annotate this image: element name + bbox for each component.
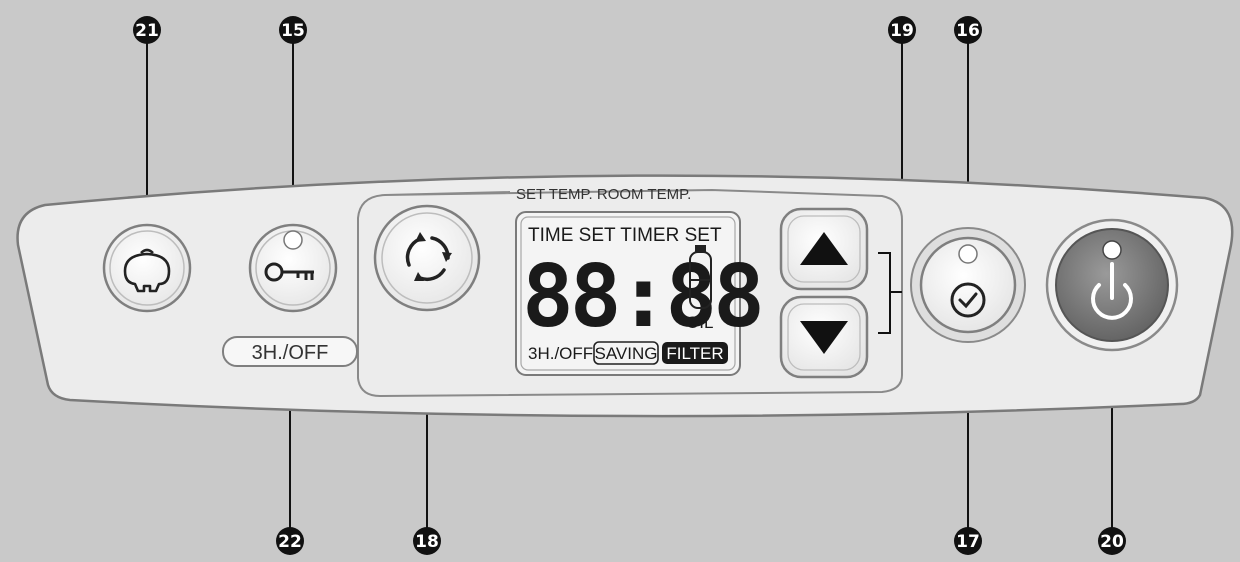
lcd-saving-label: SAVING bbox=[595, 344, 658, 363]
power-indicator-led bbox=[1102, 240, 1122, 260]
lcd-display: TIME SET TIMER SET 88:88 OIL 3H./OFF SAV… bbox=[515, 211, 765, 376]
child-lock-button[interactable] bbox=[248, 223, 338, 313]
timer-indicator-led bbox=[958, 244, 978, 264]
temperature-down-button[interactable] bbox=[779, 295, 869, 379]
callouts: 21 15 19 16 22 18 17 20 bbox=[133, 16, 1126, 555]
three-hour-off-label: 3H./OFF bbox=[252, 342, 329, 364]
three-hour-off-button[interactable]: 3H./OFF bbox=[222, 336, 358, 367]
temperature-up-button[interactable] bbox=[779, 207, 869, 291]
oil-gauge-icon bbox=[689, 245, 712, 309]
triangle-up-icon bbox=[800, 232, 848, 265]
triangle-down-icon bbox=[800, 321, 848, 354]
callout-22: 22 bbox=[276, 527, 304, 555]
callout-20: 20 bbox=[1098, 527, 1126, 555]
circular-arrow-heads bbox=[414, 232, 452, 281]
svg-text:20: 20 bbox=[1100, 532, 1124, 552]
lcd-digits: 88:88 bbox=[522, 247, 761, 347]
lcd-oil-label: OIL bbox=[686, 313, 713, 332]
callout-18: 18 bbox=[413, 527, 441, 555]
callout-15: 15 bbox=[279, 16, 307, 44]
key-icon bbox=[264, 262, 314, 282]
svg-text:16: 16 bbox=[956, 21, 980, 41]
lcd-section-frame bbox=[357, 188, 903, 398]
piggy-bank-icon bbox=[123, 248, 171, 293]
svg-text:18: 18 bbox=[415, 532, 439, 552]
timer-button[interactable] bbox=[910, 227, 1026, 343]
lcd-saving-frame bbox=[593, 341, 659, 365]
lcd-filter-label: FILTER bbox=[666, 344, 723, 363]
svg-text:19: 19 bbox=[890, 21, 914, 41]
callout-17: 17 bbox=[954, 527, 982, 555]
lcd-filter-frame bbox=[662, 342, 728, 364]
callout-21: 21 bbox=[133, 16, 161, 44]
svg-text:22: 22 bbox=[278, 532, 302, 552]
svg-text:21: 21 bbox=[135, 21, 159, 41]
mode-button[interactable] bbox=[373, 204, 481, 312]
svg-text:15: 15 bbox=[281, 21, 305, 41]
power-button[interactable] bbox=[1045, 218, 1179, 352]
callout-16: 16 bbox=[954, 16, 982, 44]
clock-icon bbox=[950, 282, 986, 318]
lcd-mode-label: 3H./OFF bbox=[528, 344, 593, 363]
lock-indicator-led bbox=[283, 230, 303, 250]
lcd-top-label: TIME SET TIMER SET bbox=[528, 225, 722, 246]
up-down-bracket bbox=[878, 252, 902, 334]
callout-19: 19 bbox=[888, 16, 916, 44]
panel-header-label: SET TEMP. ROOM TEMP. bbox=[516, 186, 691, 203]
eco-button[interactable] bbox=[102, 223, 192, 313]
power-icon bbox=[1091, 262, 1133, 320]
svg-text:17: 17 bbox=[956, 532, 980, 552]
